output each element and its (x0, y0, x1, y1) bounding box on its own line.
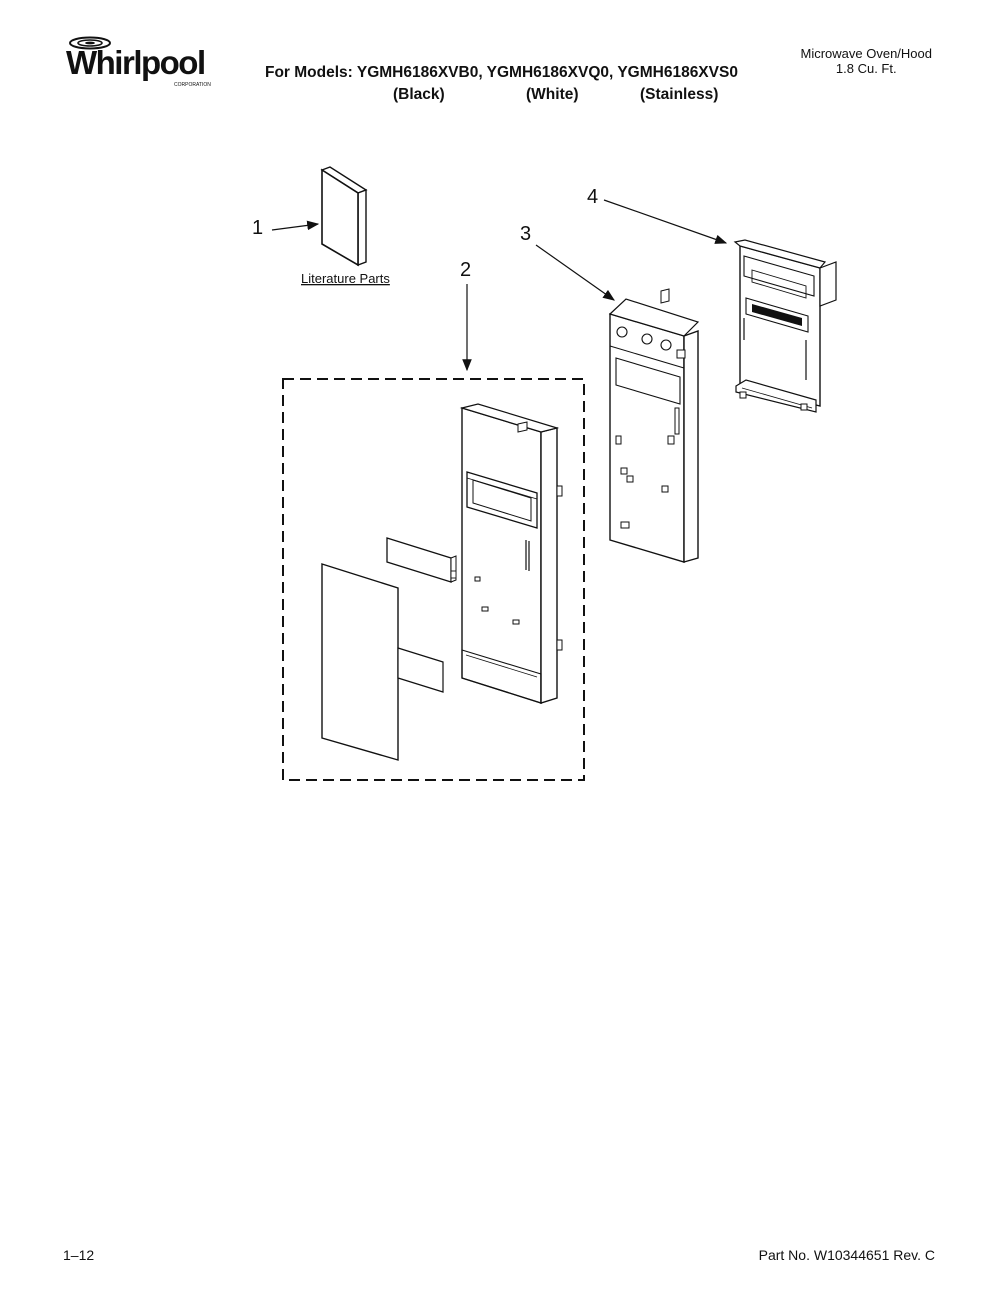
brand-subtitle: CORPORATION (174, 82, 211, 88)
whirlpool-logo: Whirlpool CORPORATION (66, 36, 211, 88)
assembly-group-box (282, 378, 585, 781)
keypad-overlay (321, 563, 399, 761)
variant-black: (Black) (393, 86, 445, 103)
leader-line-4 (603, 199, 728, 244)
leader-line-1 (271, 220, 320, 231)
display-window-insert (386, 537, 457, 583)
part-number: Part No. W10344651 Rev. C (758, 1247, 935, 1263)
control-panel-back (608, 288, 700, 563)
leader-line-3 (535, 244, 615, 301)
variant-white: (White) (526, 86, 579, 103)
callout-2: 2 (460, 259, 471, 281)
brand-wordmark: Whirlpool (66, 44, 205, 81)
variant-stainless: (Stainless) (640, 86, 719, 103)
models-line: For Models: YGMH6186XVB0, YGMH6186XVQ0, … (265, 64, 738, 81)
product-capacity: 1.8 Cu. Ft. (835, 61, 897, 76)
control-board-bracket (733, 239, 837, 413)
callout-1: 1 (252, 217, 263, 239)
keypad-label (397, 647, 444, 693)
literature-booklet (320, 166, 368, 267)
callout-4: 4 (587, 186, 598, 208)
literature-parts-label: Literature Parts (301, 271, 390, 286)
page-number: 1–12 (63, 1247, 95, 1263)
product-type: Microwave Oven/Hood (800, 46, 933, 61)
product-info: Microwave Oven/Hood 1.8 Cu. Ft. (801, 46, 933, 76)
control-panel-frame (459, 403, 563, 704)
callout-3: 3 (520, 223, 531, 245)
